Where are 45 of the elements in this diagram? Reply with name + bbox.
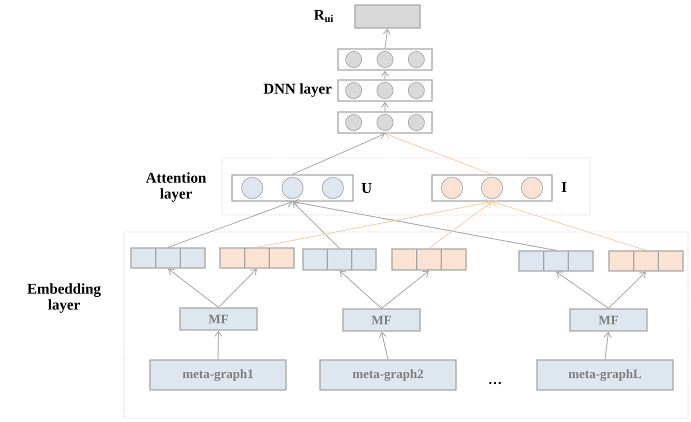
embedding-vector: [518, 250, 594, 272]
layer-label: U: [362, 183, 372, 193]
ellipsis-text: …: [489, 382, 501, 384]
layer-heading: Attention layer: [146, 172, 206, 202]
neuron-layer: [337, 48, 433, 71]
arrow: [381, 270, 429, 309]
arrow: [340, 270, 382, 309]
process-box: meta-graphL: [536, 359, 674, 391]
arrow: [218, 268, 257, 308]
layer-label: DNN layer: [264, 83, 332, 97]
layer-label: R$_{ui}$: [314, 10, 334, 22]
arrow: [381, 102, 389, 112]
arrow: [381, 70, 389, 80]
process-box: MF: [179, 307, 258, 331]
neuron-layer: [337, 111, 433, 134]
embedding-vector: [608, 250, 684, 272]
layer-label: I: [562, 182, 567, 192]
arrow: [256, 198, 492, 248]
arrow: [168, 268, 219, 308]
process-box: meta-graph1: [149, 359, 287, 391]
arrow: [385, 132, 492, 175]
arrow: [556, 272, 609, 309]
neuron-layer: [431, 174, 553, 202]
arrow: [608, 272, 646, 309]
output-box: [354, 4, 421, 29]
embedding-vector: [219, 247, 295, 269]
arrow: [292, 132, 385, 175]
arrow: [292, 198, 556, 251]
arrow: [604, 332, 612, 360]
process-box: meta-graph2: [319, 359, 457, 391]
arrow: [492, 200, 646, 251]
arrow: [378, 332, 388, 360]
arrow: [214, 330, 222, 360]
process-box: MF: [569, 308, 648, 332]
process-box: MF: [342, 308, 421, 332]
arrow: [168, 200, 292, 248]
embedding-vector: [391, 248, 467, 271]
embedding-vector: [302, 248, 377, 271]
layer-heading: Embedding layer: [27, 283, 101, 313]
arrow: [292, 202, 340, 249]
arrow: [428, 202, 492, 249]
arrow: [382, 28, 391, 49]
neuron-layer: [337, 79, 433, 102]
neuron-layer: [231, 174, 354, 202]
embedding-vector: [130, 247, 206, 269]
